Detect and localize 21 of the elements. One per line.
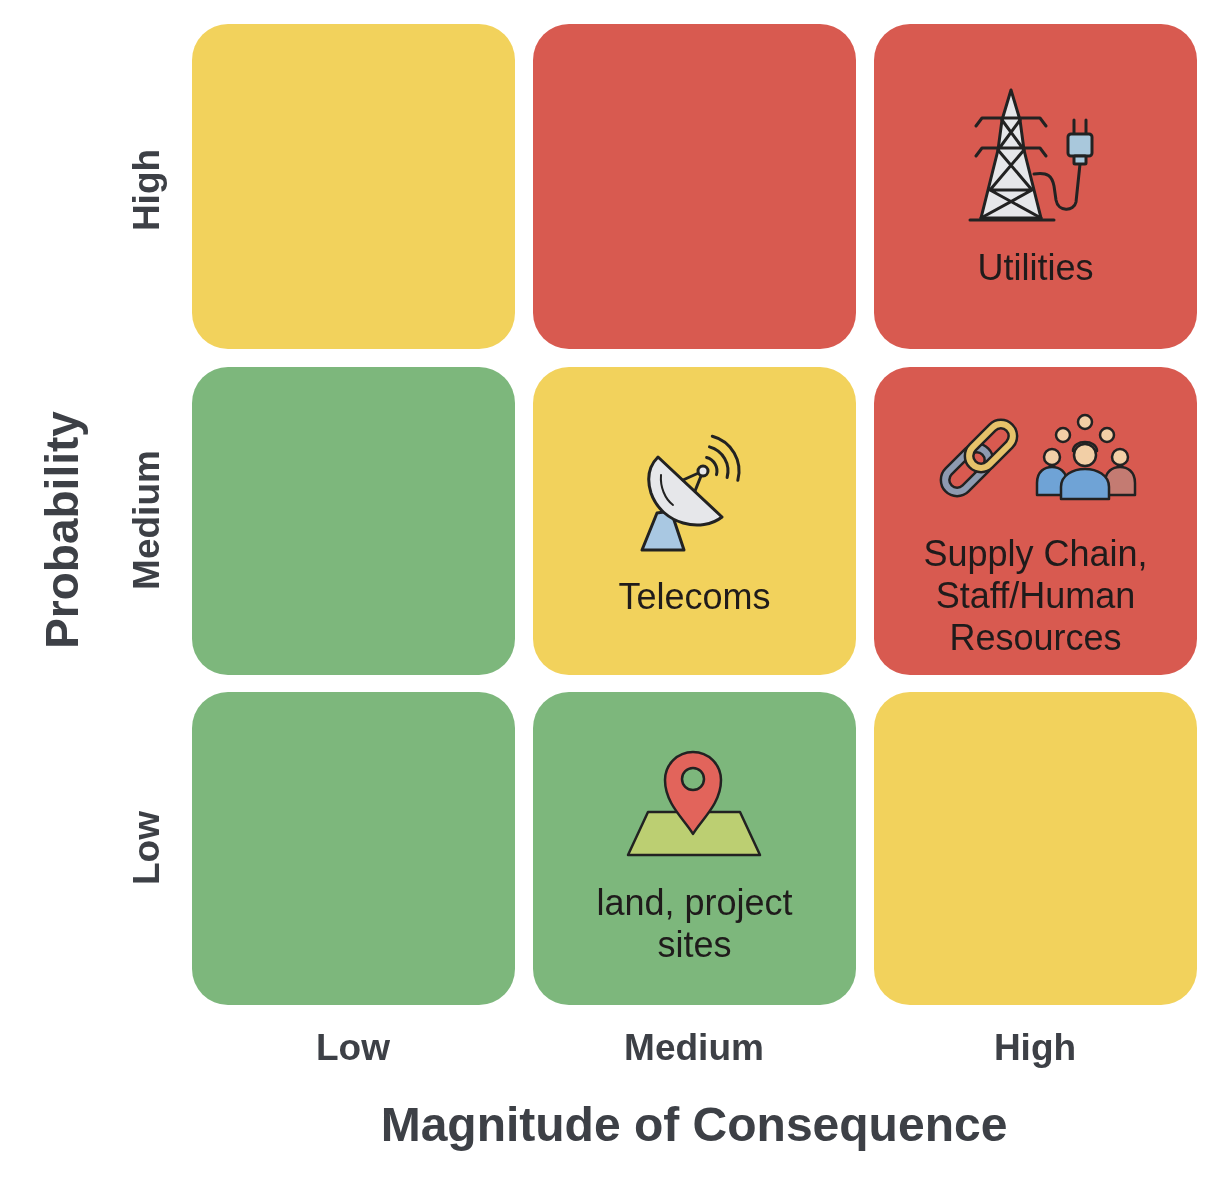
risk-cell: [874, 24, 1197, 349]
axis-tick-label: Medium: [125, 450, 168, 590]
risk-cell: [192, 24, 515, 349]
axis-tick-label: Low: [316, 1026, 390, 1070]
cell-label: land, project sites: [595, 882, 794, 966]
axis-tick-label: High: [125, 148, 168, 232]
risk-cell: [192, 367, 515, 675]
axis-title: Magnitude of Consequence: [380, 1097, 1008, 1153]
risk-cell: [874, 692, 1197, 1005]
axis-title: Probability: [35, 411, 89, 649]
risk-cell: [533, 692, 856, 1005]
risk-cell: [874, 367, 1197, 675]
risk-cell: [192, 692, 515, 1005]
risk-cell: [533, 367, 856, 675]
cell-label: Utilities: [977, 247, 1094, 289]
axis-tick-label: Medium: [624, 1026, 764, 1070]
cell-label: Supply Chain, Staff/Human Resources: [922, 533, 1149, 659]
risk-cell: [533, 24, 856, 349]
cell-label: Telecoms: [618, 576, 771, 618]
axis-tick-label: Low: [125, 811, 168, 885]
axis-tick-label: High: [993, 1026, 1077, 1070]
